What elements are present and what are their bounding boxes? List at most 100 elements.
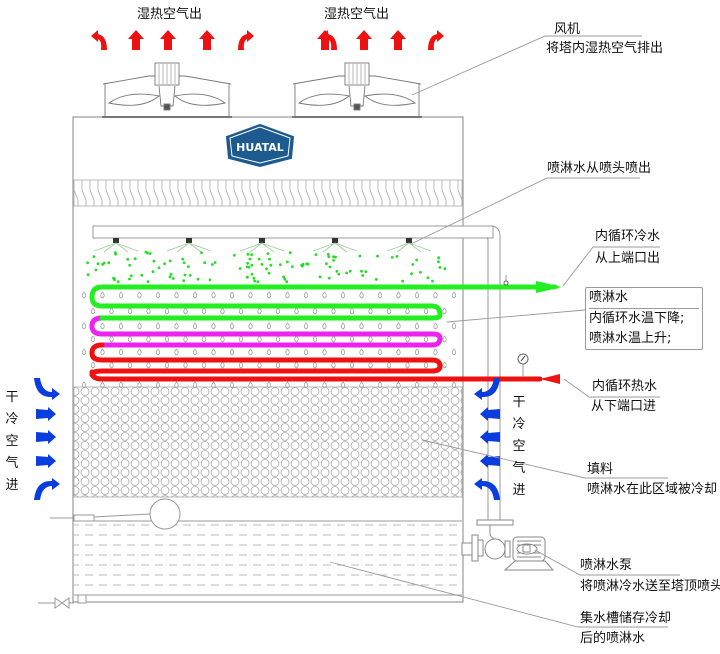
coil-droplet xyxy=(90,335,96,343)
pump-label-desc: 将喷淋冷水送至塔顶喷头 xyxy=(580,579,720,594)
hot-air-arrows xyxy=(91,30,444,50)
coil-droplet xyxy=(146,307,151,315)
coil-droplet xyxy=(164,361,170,369)
fan-right xyxy=(292,62,422,118)
hot-air-arrow xyxy=(91,30,107,50)
coil-droplet xyxy=(303,291,309,299)
coil-droplet xyxy=(164,335,170,343)
spray-droplet xyxy=(250,253,254,257)
cold-air-arrow xyxy=(480,407,500,421)
coil-droplet xyxy=(312,361,318,369)
coil-droplet xyxy=(146,361,151,369)
coil-droplet xyxy=(81,348,87,356)
coil-droplet xyxy=(396,322,401,330)
coil-droplet xyxy=(109,307,114,315)
coil-droplet xyxy=(442,335,447,343)
brand-logo: HUATAL xyxy=(225,123,295,168)
coil-droplet xyxy=(340,348,346,356)
coil-droplet xyxy=(285,322,290,330)
spray-droplet xyxy=(431,279,434,283)
spray-droplet xyxy=(112,277,115,280)
cold-outlet-arrow xyxy=(536,281,562,293)
coil-droplet xyxy=(303,348,309,356)
spray-droplet xyxy=(426,276,430,280)
drain-valve xyxy=(38,597,74,609)
coil-droplet xyxy=(396,348,401,356)
coil-water-droplets xyxy=(81,291,457,389)
coil-droplet xyxy=(377,322,383,330)
spray-droplet xyxy=(337,272,341,276)
coil-droplet xyxy=(442,307,447,315)
spray-header xyxy=(92,225,494,239)
pressure-gauge xyxy=(517,353,529,377)
basin-foot xyxy=(77,594,87,604)
coil-droplet xyxy=(90,361,96,369)
coil-droplet xyxy=(331,361,336,369)
spray-droplet xyxy=(208,278,212,282)
spray-droplet xyxy=(288,251,292,255)
fan-label-title: 风机 xyxy=(554,22,581,37)
coil-box-line2: 喷淋水温上升; xyxy=(589,331,672,346)
coil-droplet xyxy=(451,291,457,299)
spray-droplet xyxy=(157,266,161,270)
coil-droplet xyxy=(349,361,355,369)
spray-droplet xyxy=(253,279,256,283)
coil-droplet xyxy=(322,348,327,356)
hot-air-arrow xyxy=(160,30,176,50)
coil-droplet xyxy=(423,335,429,343)
coil-droplet xyxy=(127,307,133,315)
coil-droplet xyxy=(377,348,383,356)
spray-droplet xyxy=(188,274,192,277)
logo-text: HUATAL xyxy=(236,141,284,154)
coil-droplet xyxy=(118,348,124,356)
coil-droplet xyxy=(229,322,235,330)
spray-droplet xyxy=(245,265,249,269)
coil-droplet xyxy=(229,291,235,299)
coil-droplet xyxy=(368,335,373,343)
spray-droplet xyxy=(290,265,294,268)
coil-droplet xyxy=(81,322,87,330)
spray-droplet xyxy=(248,257,252,261)
coil-droplet xyxy=(396,291,401,299)
leader-fan xyxy=(411,35,642,96)
leader-cold-out xyxy=(562,246,660,287)
spray-droplet xyxy=(376,254,379,258)
hot-air-arrow xyxy=(199,30,215,50)
spray-droplet xyxy=(187,265,190,268)
coil-droplet xyxy=(155,348,161,356)
coil-droplet xyxy=(275,335,281,343)
spray-droplet xyxy=(246,275,249,279)
coil-droplet xyxy=(285,348,290,356)
cold-out-label-title: 内循环冷水 xyxy=(595,229,661,244)
leader-hot-in xyxy=(563,378,660,398)
spray-droplet xyxy=(411,263,415,266)
coil-droplet xyxy=(322,291,327,299)
spray-droplet xyxy=(196,277,200,281)
spray-droplet xyxy=(246,252,250,256)
leader-spray xyxy=(410,177,640,245)
drift-eliminator xyxy=(73,179,463,207)
spray-droplet xyxy=(102,261,106,265)
dry-air-label-right: 干冷空气进 xyxy=(512,395,526,498)
spray-droplet xyxy=(410,272,413,276)
coil-droplet xyxy=(349,307,355,315)
spray-riser-pipe-inner xyxy=(463,237,489,520)
spray-droplet xyxy=(182,279,186,283)
spray-droplet xyxy=(328,265,332,269)
spray-droplet xyxy=(140,273,144,277)
spray-droplet xyxy=(327,276,331,280)
spray-pump xyxy=(461,519,555,571)
spray-droplet xyxy=(335,270,339,273)
coil-droplet xyxy=(386,307,392,315)
coil-droplet xyxy=(211,348,216,356)
hot-air-arrow xyxy=(356,30,372,50)
spray-droplet xyxy=(285,280,289,284)
coil-droplet xyxy=(405,307,410,315)
float-valve xyxy=(50,498,181,530)
coil-droplet xyxy=(192,348,198,356)
coil-droplet xyxy=(127,335,133,343)
spray-droplets xyxy=(86,250,447,284)
coil-droplet xyxy=(294,307,299,315)
spray-nozzle xyxy=(166,238,212,253)
coil-droplet xyxy=(423,307,429,315)
